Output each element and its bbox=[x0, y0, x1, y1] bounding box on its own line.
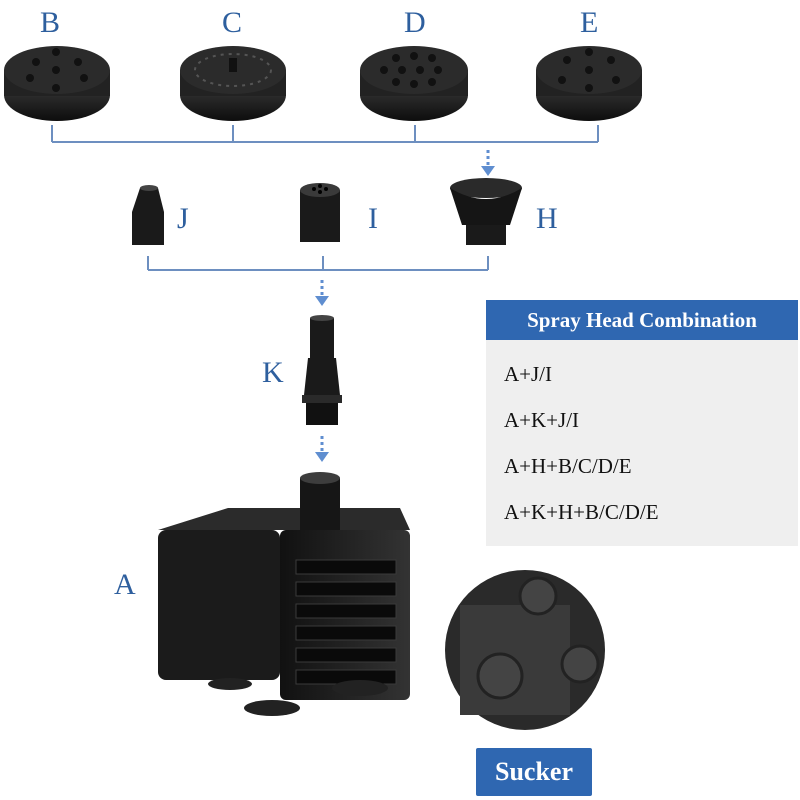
label-b: B bbox=[40, 6, 61, 39]
label-i: I bbox=[368, 202, 378, 235]
label-a: A bbox=[114, 568, 136, 601]
combination-title: Spray Head Combination bbox=[486, 300, 798, 340]
sucker-closeup bbox=[445, 570, 605, 730]
label-j: J bbox=[177, 202, 189, 235]
combination-row: A+H+B/C/D/E bbox=[504, 454, 632, 478]
top-bracket-lines bbox=[51, 125, 599, 143]
label-e: E bbox=[580, 6, 599, 39]
nozzle-b bbox=[4, 46, 110, 121]
sucker-label: Sucker bbox=[476, 748, 592, 796]
label-h: H bbox=[536, 202, 558, 235]
nozzle-d bbox=[360, 46, 468, 121]
arrow-down-icon bbox=[315, 280, 329, 306]
combination-row: A+K+H+B/C/D/E bbox=[504, 500, 659, 524]
extension-tube-k bbox=[302, 315, 342, 425]
nozzle-h bbox=[450, 178, 522, 245]
combination-row: A+K+J/I bbox=[504, 408, 580, 432]
combination-row: A+J/I bbox=[504, 362, 553, 386]
arrow-down-icon bbox=[315, 436, 329, 462]
label-k: K bbox=[262, 356, 284, 389]
nozzle-c bbox=[180, 46, 286, 121]
nozzle-e bbox=[536, 46, 642, 121]
nozzle-j bbox=[132, 185, 164, 245]
label-c: C bbox=[222, 6, 243, 39]
middle-bracket-lines bbox=[147, 256, 489, 271]
spray-head-combination-panel: Spray Head Combination A+J/I A+K+J/I A+H… bbox=[486, 300, 798, 546]
label-d: D bbox=[404, 6, 426, 39]
nozzle-i bbox=[300, 183, 340, 242]
pump-a bbox=[158, 472, 410, 716]
arrow-down-icon bbox=[481, 150, 495, 176]
